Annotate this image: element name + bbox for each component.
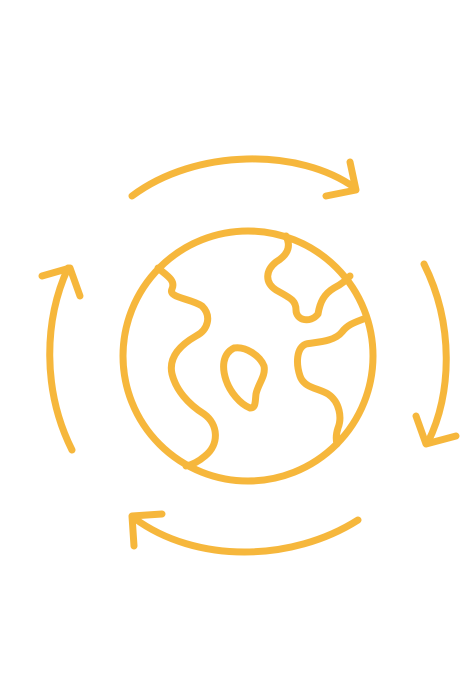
right-arrow-arc — [420, 260, 450, 446]
top-arrow-icon — [128, 155, 360, 200]
globe-icon — [119, 227, 377, 485]
upper-right-continent-outline — [264, 232, 354, 324]
left-arrow-head — [38, 264, 84, 300]
right-arrow-head — [412, 412, 460, 448]
island-outline — [220, 344, 268, 412]
bottom-arrow-icon — [128, 510, 362, 556]
top-arrow-head — [322, 158, 360, 200]
bottom-arrow-arc — [130, 514, 362, 556]
bottom-arrow-head — [128, 510, 166, 550]
right-arrow-icon — [412, 260, 460, 448]
globe-outline — [119, 227, 377, 485]
left-arrow-arc — [46, 264, 76, 454]
left-arrow-icon — [38, 264, 84, 454]
right-continent-outline — [294, 314, 370, 448]
top-arrow-arc — [128, 155, 359, 200]
left-continent-outline — [154, 264, 219, 470]
